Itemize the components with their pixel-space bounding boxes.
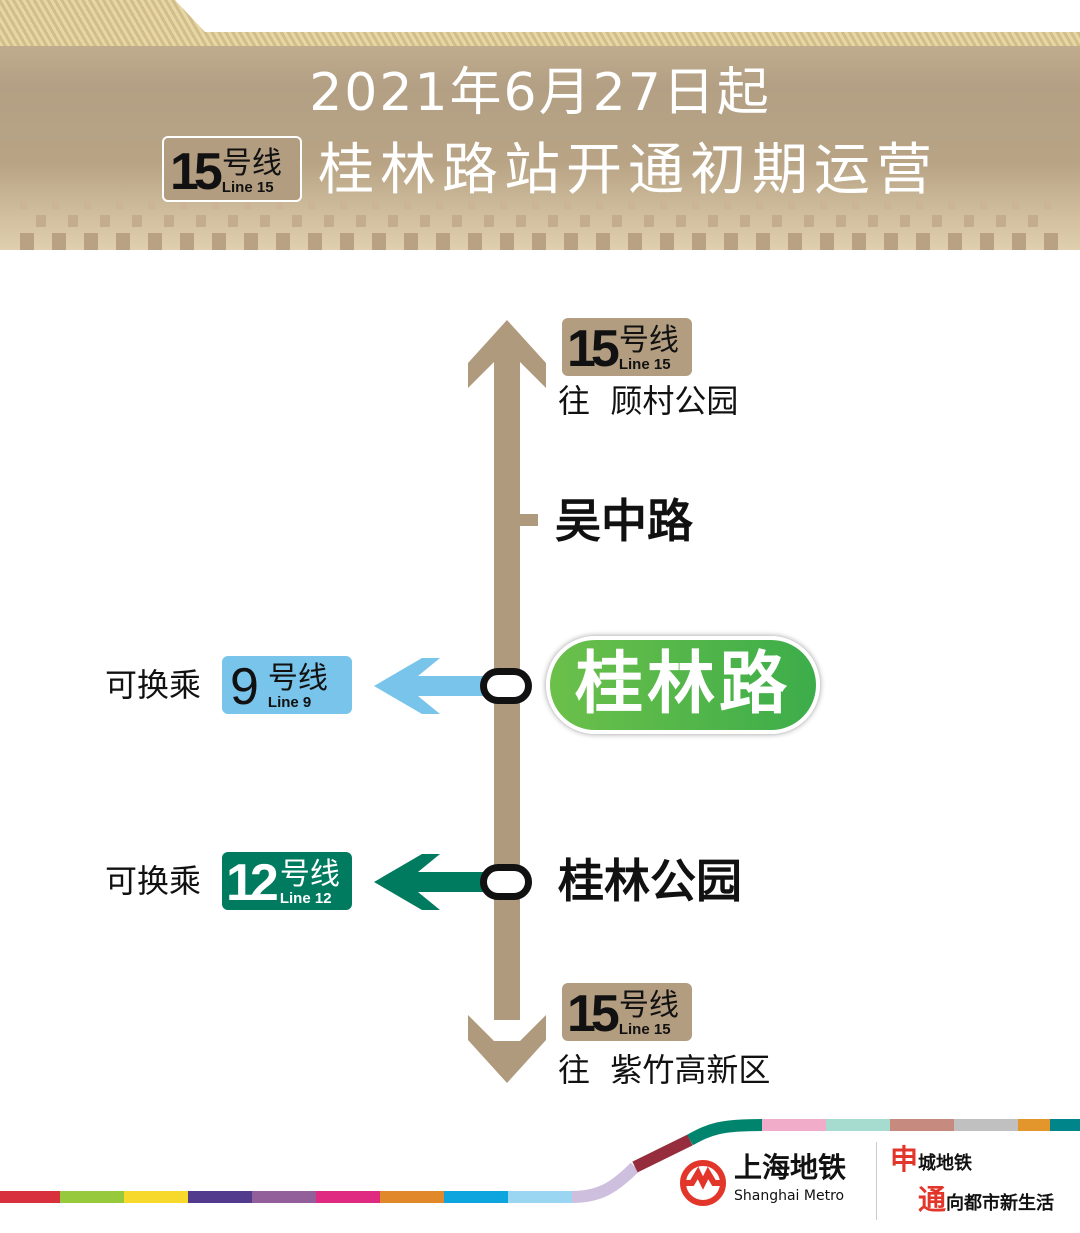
date-title: 2021年6月27日起 <box>309 63 771 123</box>
slogan-text: 城地铁 <box>918 1153 973 1174</box>
destination-name: 紫竹高新区 <box>610 1051 771 1089</box>
badge-zh: 号线 <box>618 989 679 1022</box>
slogan-line-2: 通向都市新生活 <box>918 1184 1054 1220</box>
divider <box>876 1142 877 1220</box>
logo-text-en: Shanghai Metro <box>734 1188 845 1204</box>
badge-number: 9 <box>230 658 259 716</box>
stripe-cutout <box>205 0 1080 32</box>
north-destination: 往 顾村公园 <box>558 382 738 420</box>
direction-prefix: 往 <box>558 1051 591 1089</box>
badge-en: Line 12 <box>279 890 332 907</box>
headline: 桂林路站开通初期运营 <box>318 138 938 203</box>
badge-en: Line 15 <box>618 356 671 373</box>
interchange-marker <box>480 668 532 704</box>
slogan-big-char: 通 <box>918 1183 947 1216</box>
arrow-left-line12-icon <box>374 854 485 910</box>
transfer-label: 可换乘 <box>105 862 202 900</box>
slogan-text: 向都市新生活 <box>946 1193 1055 1214</box>
station-tick <box>520 514 538 526</box>
shanghai-metro-logo-icon <box>680 1160 726 1206</box>
badge-en: Line 9 <box>267 694 312 711</box>
checker-pattern <box>20 195 1060 250</box>
station-wuzhong-road: 吴中路 <box>555 494 693 548</box>
south-destination: 往 紫竹高新区 <box>558 1051 770 1089</box>
station-guilin-road: 桂林路 <box>574 645 791 724</box>
metro-color-band <box>0 1119 1080 1203</box>
current-station-pill <box>546 636 820 734</box>
transfer-label: 可换乘 <box>105 666 202 704</box>
arrow-down-icon <box>468 1015 546 1083</box>
badge-number: 12 <box>226 854 279 912</box>
station-guilin-park: 桂林公园 <box>558 854 742 908</box>
slogan-big-char: 申 <box>890 1143 919 1176</box>
badge-number: 15 <box>567 985 620 1043</box>
badge-zh: 号线 <box>221 147 282 180</box>
badge-zh: 号线 <box>618 324 679 357</box>
arrow-left-line9-icon <box>374 658 485 714</box>
direction-prefix: 往 <box>558 382 591 420</box>
badge-number: 15 <box>567 320 620 378</box>
destination-name: 顾村公园 <box>610 382 739 420</box>
slogan-line-1: 申城地铁 <box>890 1144 972 1180</box>
arrow-up-icon <box>468 320 546 388</box>
badge-en: Line 15 <box>618 1021 671 1038</box>
badge-en: Line 15 <box>221 179 274 196</box>
badge-zh: 号线 <box>279 858 340 891</box>
interchange-marker <box>480 864 532 900</box>
logo-text-zh: 上海地铁 <box>734 1151 847 1184</box>
badge-number: 15 <box>170 143 223 201</box>
badge-zh: 号线 <box>267 662 328 695</box>
